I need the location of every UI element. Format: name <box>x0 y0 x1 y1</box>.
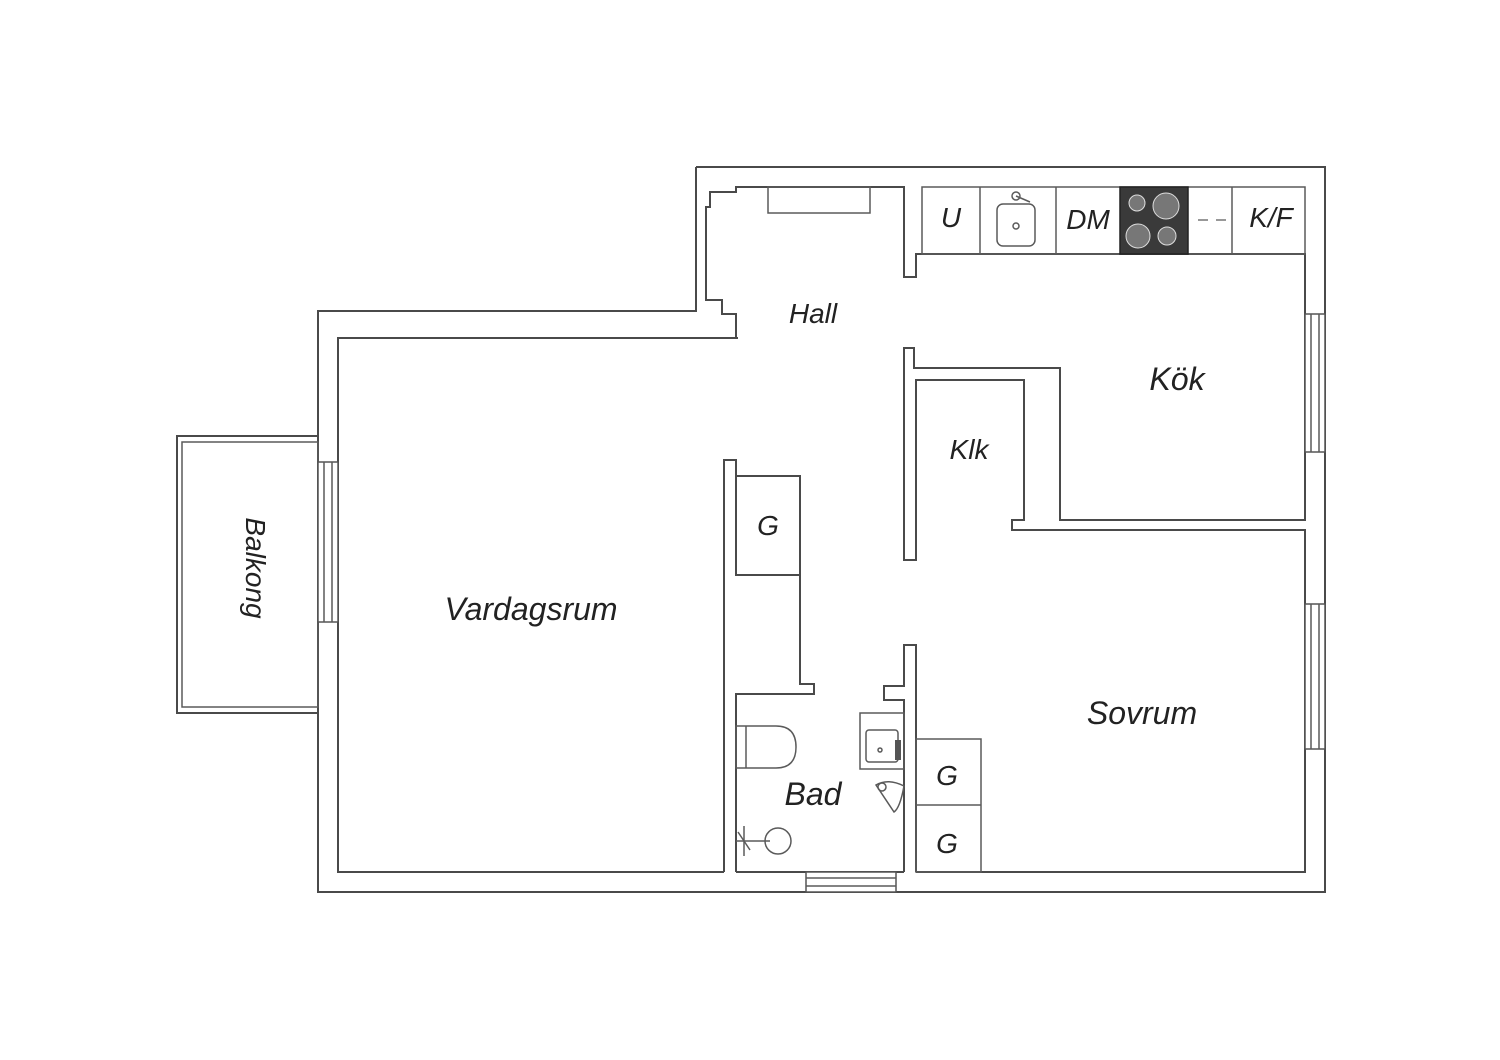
room-label-sovrum: Sovrum <box>1087 695 1197 731</box>
fixture-g-sovrum-2: G <box>936 828 958 859</box>
sink-icon <box>996 191 1036 247</box>
interior-walls <box>723 186 917 872</box>
fixture-g-sovrum-1: G <box>936 760 958 791</box>
bathroom-sink-icon <box>859 712 905 770</box>
exterior-walls <box>317 166 1326 893</box>
room-label-kok: Kök <box>1149 361 1206 397</box>
kitchen-counter: U DM K/F <box>921 186 1306 255</box>
hall-wardrobe: G <box>757 510 779 541</box>
windows <box>317 313 1326 893</box>
room-label-balkong: Balkong <box>240 517 271 619</box>
room-label-klk: Klk <box>950 434 991 465</box>
window-kok <box>1304 313 1326 453</box>
shower-icon <box>736 826 792 856</box>
room-label-vardagsrum: Vardagsrum <box>444 591 617 627</box>
bedroom-wardrobes: G G <box>915 738 982 873</box>
fixture-dm: DM <box>1066 204 1110 235</box>
window-bad <box>805 871 897 893</box>
washing-machine-icon <box>874 781 905 814</box>
fixture-u: U <box>941 202 962 233</box>
room-label-hall: Hall <box>789 298 838 329</box>
toilet-icon <box>735 725 797 769</box>
room-label-bad: Bad <box>785 776 843 812</box>
bathroom-fixtures <box>735 712 905 856</box>
fixture-kf: K/F <box>1249 202 1294 233</box>
room-labels: Hall Kök Klk Vardagsrum Bad Sovrum Balko… <box>240 298 1207 812</box>
window-sovrum <box>1304 603 1326 750</box>
stove-icon <box>1119 186 1189 255</box>
window-vardagsrum <box>317 461 339 623</box>
fixture-g-hall: G <box>757 510 779 541</box>
